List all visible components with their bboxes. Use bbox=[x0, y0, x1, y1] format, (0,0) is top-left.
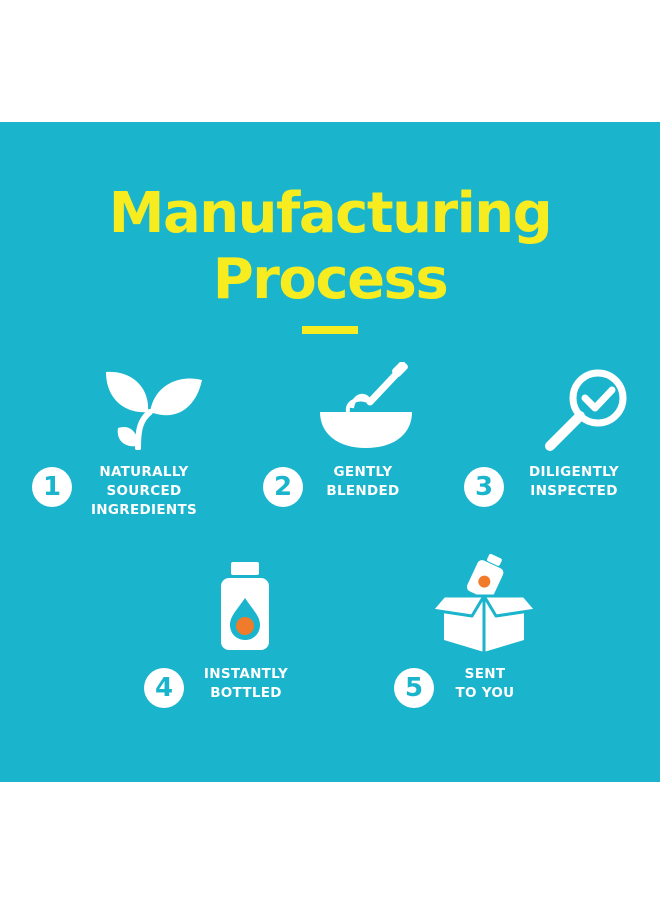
step-2-label: GENTLY BLENDED bbox=[326, 464, 400, 499]
leaves-icon bbox=[100, 368, 206, 450]
step-4-number: 4 bbox=[144, 668, 184, 708]
step-3-label: DILIGENTLY INSPECTED bbox=[529, 464, 619, 499]
step-2-number: 2 bbox=[263, 467, 303, 507]
step-1-label: NATURALLY SOURCED INGREDIENTS bbox=[90, 464, 197, 518]
box-bottle-icon bbox=[430, 552, 538, 656]
title-underline bbox=[302, 326, 358, 334]
step-1-number: 1 bbox=[32, 467, 72, 507]
magnifier-check-icon bbox=[544, 368, 634, 452]
bottle-drop-icon bbox=[220, 562, 270, 652]
title-line-1: Manufacturing bbox=[108, 181, 553, 246]
step-5-number: 5 bbox=[394, 668, 434, 708]
process-panel: Manufacturing Process 1 NATURALLY SOURCE… bbox=[0, 122, 660, 782]
step-3-number: 3 bbox=[464, 467, 504, 507]
title-line-2: Process bbox=[212, 247, 449, 312]
whisk-bowl-icon bbox=[318, 362, 414, 452]
step-4-label: INSTANTLY BOTTLED bbox=[203, 666, 289, 701]
step-5-label: SENT TO YOU bbox=[455, 666, 515, 701]
